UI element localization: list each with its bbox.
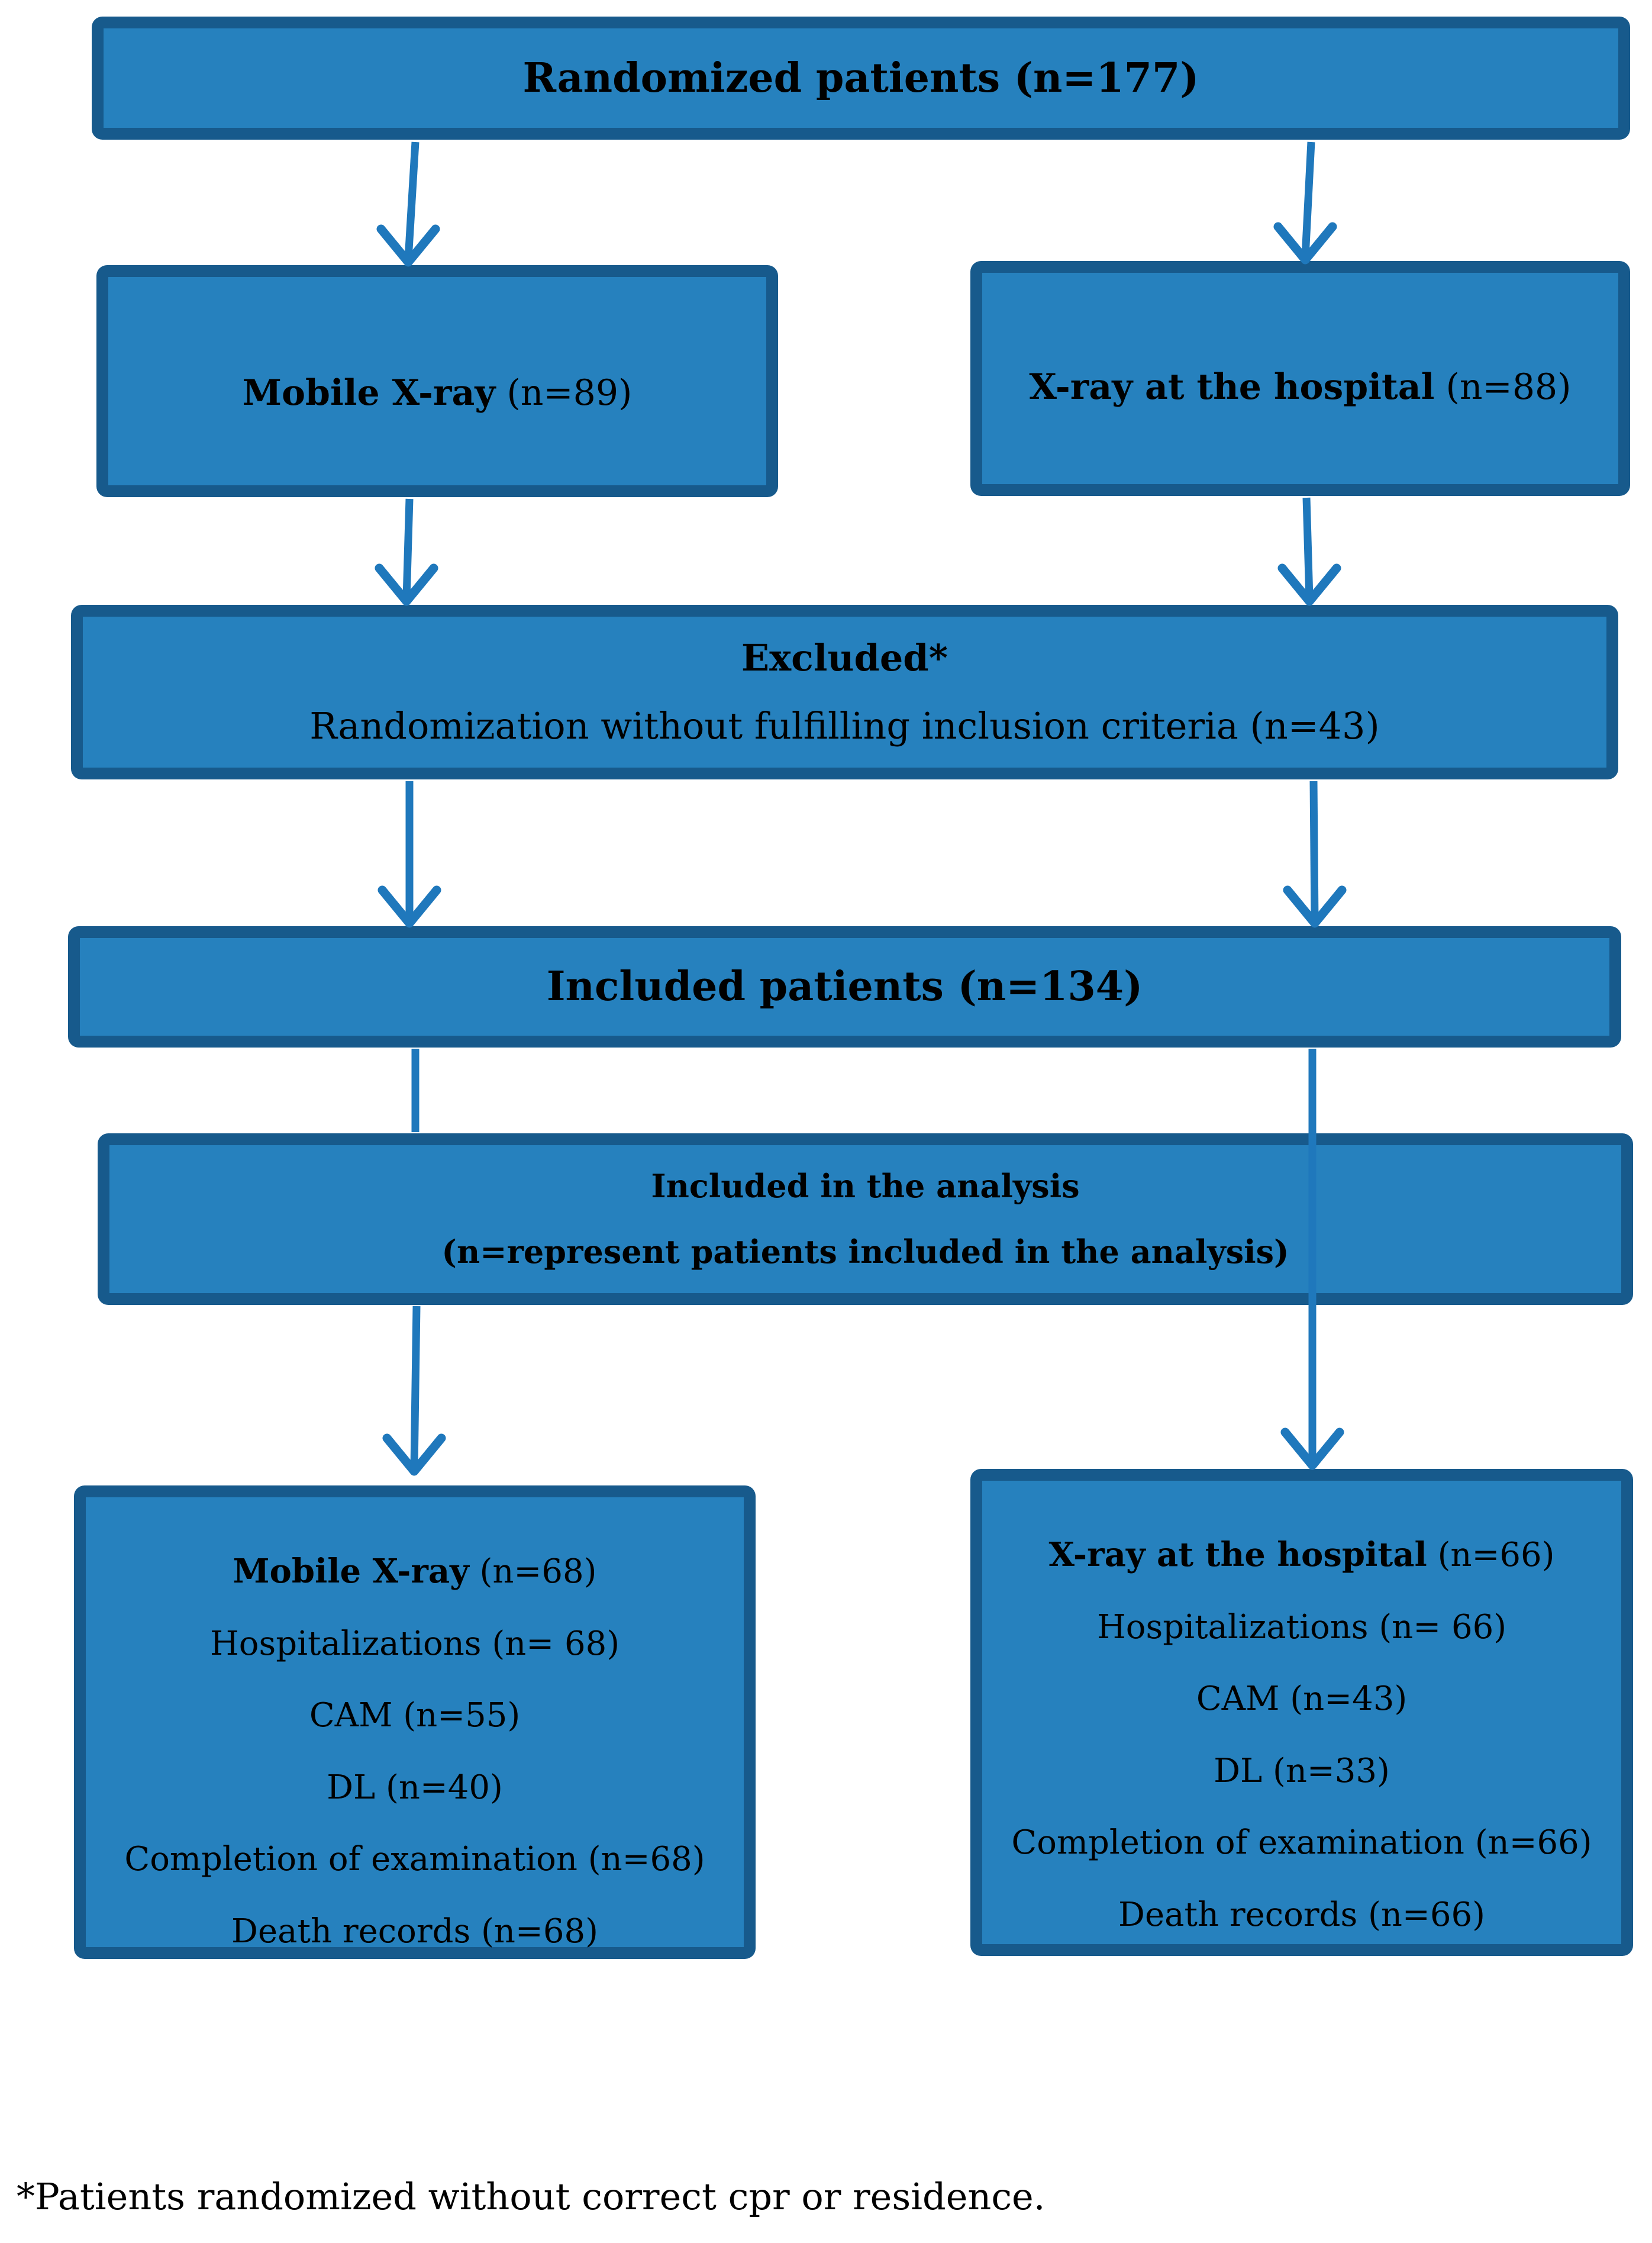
box-included-patients: Included patients (n=134) (68, 926, 1621, 1048)
mobile-results-item: Completion of examination (n=68) (124, 1840, 705, 1879)
arrowhead-hospital-to-excluded (1277, 563, 1341, 606)
arrow-randomized-to-mobile (404, 141, 420, 260)
included-patients-label: Included patients (n=134) (546, 963, 1143, 1011)
hospital-results-item: Completion of examination (n=66) (1011, 1823, 1592, 1862)
hospital-results-item: DL (n=33) (1214, 1751, 1390, 1790)
mobile-results-item: CAM (n=55) (309, 1696, 521, 1735)
excluded-subtitle: Randomization without fulfilling inclusi… (309, 704, 1380, 747)
arrowhead-included-to-hospital-results (1280, 1427, 1344, 1470)
arrow-excluded-to-included-right (1309, 781, 1319, 921)
hospital-xray-arm-label: X-ray at the hospital (n=88) (1029, 366, 1572, 408)
arrow-hospital-to-excluded (1302, 497, 1314, 599)
hospital-results-header: X-ray at the hospital (n=66) (1048, 1535, 1555, 1574)
box-hospital-xray-arm: X-ray at the hospital (n=88) (970, 261, 1630, 496)
arrowhead-randomized-to-hospital (1273, 222, 1337, 265)
arrowhead-randomized-to-mobile (376, 224, 440, 267)
mobile-results-header: Mobile X-ray (n=68) (233, 1552, 597, 1591)
arrowhead-mobile-to-excluded (375, 563, 438, 606)
box-included-in-analysis: Included in the analysis (n=represent pa… (98, 1133, 1633, 1305)
hospital-results-item: Death records (n=66) (1118, 1895, 1485, 1934)
mobile-results-item: Hospitalizations (n= 68) (209, 1624, 620, 1663)
analysis-line1: Included in the analysis (651, 1166, 1080, 1205)
arrowhead-excluded-to-included-right (1283, 885, 1347, 928)
footnote: *Patients randomized without correct cpr… (17, 2175, 1046, 2218)
arrow-analysis-to-mobile-results (410, 1306, 421, 1469)
hospital-results-item: CAM (n=43) (1196, 1680, 1408, 1719)
excluded-title: Excluded* (741, 636, 948, 680)
randomized-patients-label: Randomized patients (n=177) (522, 54, 1199, 102)
hospital-results-item: Hospitalizations (n= 66) (1096, 1607, 1507, 1646)
mobile-results-item: Death records (n=68) (231, 1912, 598, 1951)
analysis-line2: (n=represent patients included in the an… (441, 1233, 1289, 1271)
arrow-randomized-to-hospital (1301, 141, 1315, 257)
arrowhead-excluded-to-included-left (377, 885, 441, 928)
box-mobile-xray-results: Mobile X-ray (n=68) Hospitalizations (n=… (74, 1485, 756, 1959)
mobile-xray-arm-label: Mobile X-ray (n=89) (242, 372, 633, 414)
box-randomized-patients: Randomized patients (n=177) (92, 17, 1630, 140)
mobile-results-item: DL (n=40) (327, 1768, 503, 1807)
box-hospital-xray-results: X-ray at the hospital (n=66) Hospitaliza… (970, 1469, 1633, 1956)
box-excluded: Excluded* Randomization without fulfilli… (71, 605, 1618, 779)
arrowhead-analysis-to-mobile-results (382, 1433, 446, 1476)
box-mobile-xray-arm: Mobile X-ray (n=89) (96, 265, 778, 497)
arrow-mobile-to-excluded (402, 498, 414, 599)
